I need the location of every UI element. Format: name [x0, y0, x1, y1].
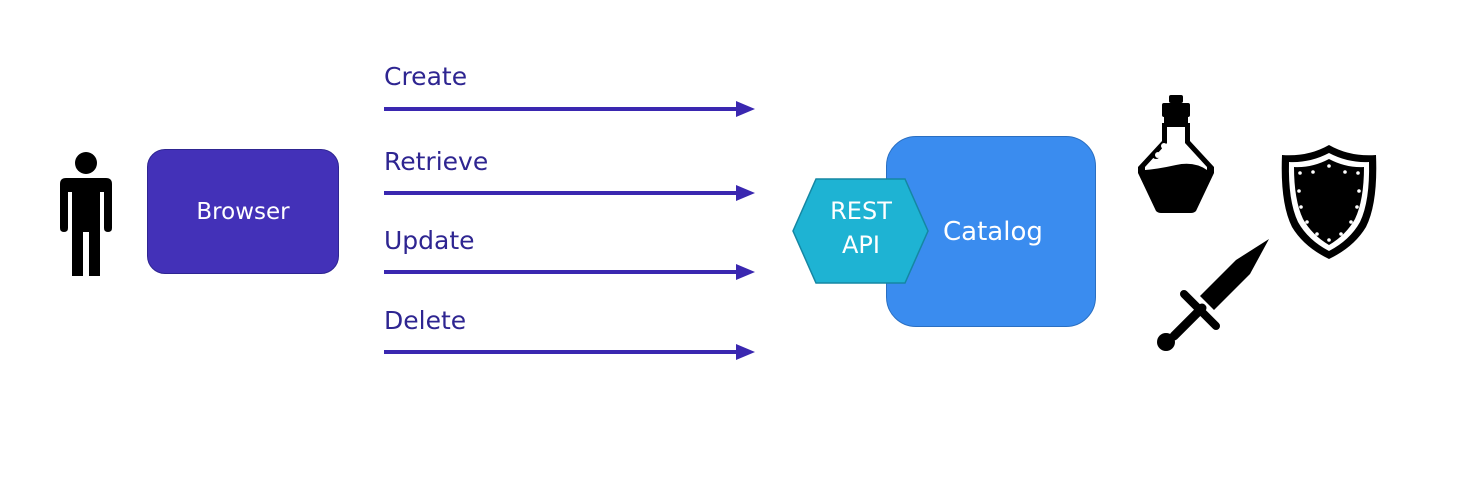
- retrieve-arrow: [384, 185, 755, 201]
- shield-icon: [1281, 145, 1377, 259]
- retrieve-label: Retrieve: [384, 147, 489, 176]
- operation-arrows: [384, 101, 755, 360]
- sword-icon: [1157, 239, 1269, 351]
- rest-api-label: REST API: [792, 194, 930, 262]
- create-arrow: [384, 101, 755, 117]
- delete-arrow: [384, 344, 755, 360]
- browser-box: Browser: [147, 149, 339, 274]
- browser-label: Browser: [196, 198, 290, 225]
- delete-label: Delete: [384, 306, 467, 335]
- create-label: Create: [384, 62, 468, 91]
- catalog-label: Catalog: [943, 217, 1043, 247]
- rest-api-line2: API: [842, 231, 880, 259]
- potion-icon: [1138, 95, 1214, 213]
- person-icon: [60, 152, 112, 276]
- update-label: Update: [384, 226, 475, 255]
- update-arrow: [384, 264, 755, 280]
- rest-api-hexagon: [792, 178, 929, 284]
- rest-api-line1: REST: [830, 197, 892, 225]
